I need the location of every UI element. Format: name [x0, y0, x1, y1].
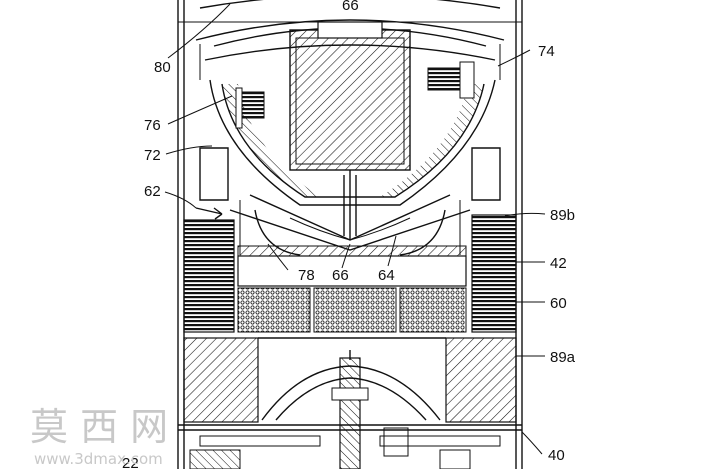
label-42: 42 — [550, 255, 567, 272]
lower-blocks — [183, 337, 517, 423]
label-40: 40 — [548, 447, 565, 464]
label-72: 72 — [144, 147, 161, 164]
label-78: 78 — [298, 267, 315, 284]
motor-can — [289, 21, 411, 240]
label-64: 64 — [378, 267, 395, 284]
label-74: 74 — [538, 43, 555, 60]
leader-lines — [164, 3, 546, 455]
label-80: 80 — [154, 59, 171, 76]
label-76: 76 — [144, 117, 161, 134]
separator-plate — [237, 245, 467, 287]
filter-columns — [183, 214, 517, 333]
reference-numerals: 80 66 74 76 72 62 89b 42 78 66 64 60 89a… — [122, 0, 576, 469]
watermark-chars: 莫 西 网 — [30, 405, 168, 449]
watermark-url: www.3dmax.com — [34, 450, 163, 468]
label-89a: 89a — [550, 349, 576, 366]
label-66: 66 — [332, 267, 349, 284]
stator-blocks — [235, 61, 475, 129]
base-assembly — [189, 427, 501, 469]
watermark: 莫 西 网 www.3dmax.com — [30, 405, 168, 468]
flow-arrow — [195, 207, 223, 220]
perforated-panels — [237, 287, 467, 333]
lower-fan — [261, 350, 441, 469]
label-22: 22 — [122, 455, 139, 469]
label-89b: 89b — [550, 207, 575, 224]
label-60: 60 — [550, 295, 567, 312]
label-62: 62 — [144, 183, 161, 200]
label-66-top: 66 — [342, 0, 359, 14]
